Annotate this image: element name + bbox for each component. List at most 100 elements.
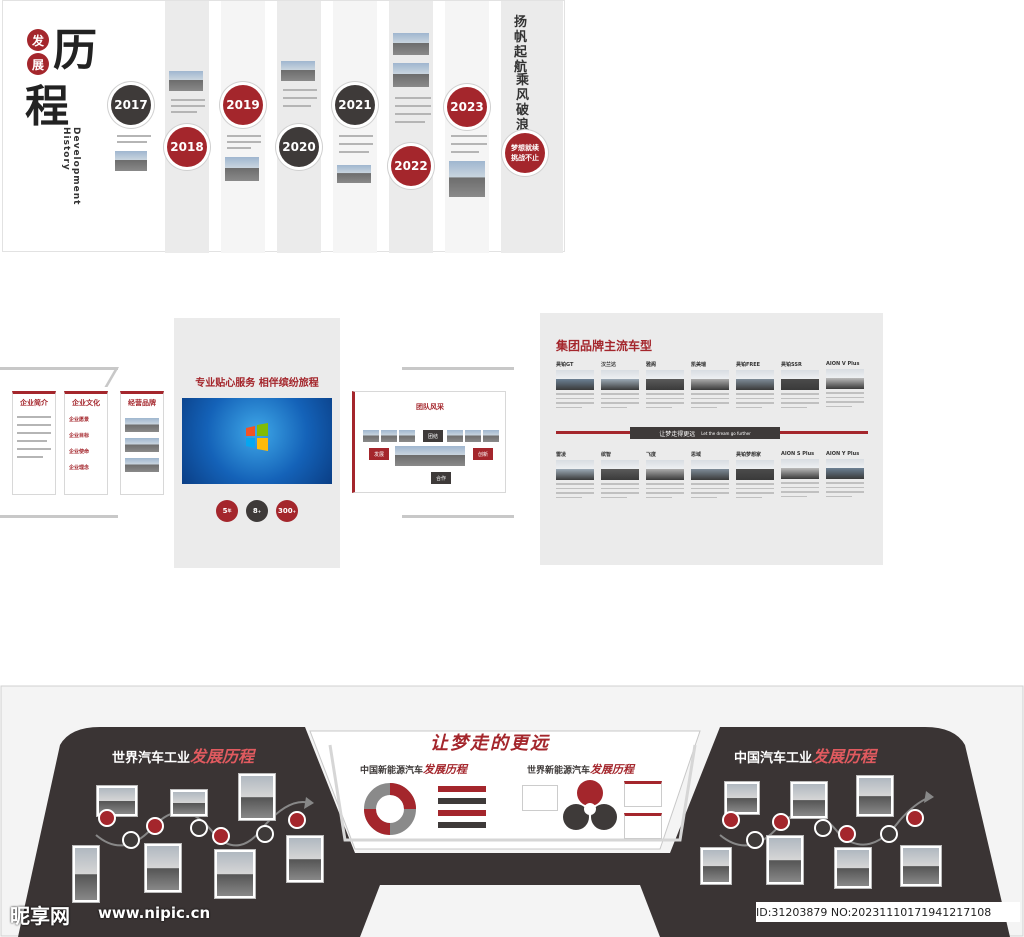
text-line (451, 151, 479, 153)
mid-left-plain: 中国新能源汽车 (360, 766, 424, 776)
car-model-name: 昊铂梦想家 (736, 452, 762, 458)
history-photo (856, 775, 894, 817)
text-line (736, 402, 774, 404)
text-line (691, 492, 729, 494)
divider-text: 让梦走得更远 (659, 430, 696, 438)
history-photo (834, 847, 872, 889)
text-line (646, 402, 684, 404)
text-line (781, 491, 819, 493)
car-model-name: 缤智 (601, 452, 612, 458)
text-line (691, 406, 717, 408)
info-box (624, 781, 662, 807)
card-company-intro: 企业简介 (12, 391, 56, 495)
car-model-item: 飞度 (646, 451, 686, 498)
car-photo (646, 460, 684, 480)
text-line (171, 99, 205, 101)
mid-right-title: 世界新能源汽车发展历程 (527, 761, 634, 777)
right-title: 中国汽车工业发展历程 (734, 743, 876, 767)
history-photo (214, 849, 256, 899)
text-line (691, 393, 729, 395)
text-line (601, 397, 639, 399)
brand-logo (125, 458, 159, 472)
car-photo (646, 370, 684, 390)
title-badge-1: 发 (27, 29, 49, 51)
text-line (339, 135, 373, 137)
left-title-emph: 发展历程 (190, 747, 255, 766)
slogan-1: 扬帆起航 (514, 15, 528, 75)
text-line (781, 406, 807, 408)
text-line (283, 97, 317, 99)
card-company-culture: 企业文化 企业愿景 企业目标 企业使命 企业理念 (64, 391, 108, 495)
car-model-name: AION Y Plus (826, 451, 860, 457)
text-line (736, 483, 774, 485)
stat-unit: + (257, 508, 262, 514)
text-line (556, 397, 594, 399)
cycle-graphic (563, 780, 617, 830)
timeline-photo (225, 157, 259, 181)
car-model-item: 汉兰达 (601, 361, 641, 408)
divider-en: Let the dream go further (701, 430, 751, 436)
text-line (826, 401, 864, 403)
stat-badge: 300+ (276, 500, 298, 522)
timeline-panel: 发 展 历 程 Development History 2017 2018 20… (2, 0, 565, 253)
text-line (691, 397, 729, 399)
timeline-photo (169, 71, 203, 91)
text-line (17, 424, 51, 426)
car-photo (601, 460, 639, 480)
car-photo (556, 370, 594, 390)
card-title: 经营品牌 (128, 399, 156, 407)
text-line (601, 487, 639, 489)
history-photo (766, 835, 804, 885)
year-badge: 2019 (223, 85, 263, 125)
mid-left-emph: 发展历程 (423, 763, 468, 776)
title-badge-2: 展 (27, 53, 49, 75)
text-line (556, 393, 594, 395)
text-line (646, 496, 672, 498)
text-line (227, 135, 261, 137)
text-line (395, 105, 431, 107)
text-line (781, 482, 819, 484)
text-line (17, 440, 47, 442)
team-tag: 发展 (369, 448, 389, 460)
text-line (451, 135, 487, 137)
text-line (395, 113, 431, 115)
text-line (171, 105, 205, 107)
timeline-photo (449, 161, 485, 197)
year-badge: 2023 (447, 87, 487, 127)
text-line (556, 496, 582, 498)
text-line (17, 416, 51, 418)
car-model-item: 雷凌 (556, 451, 596, 498)
brand-logo (125, 418, 159, 432)
text-line (826, 392, 864, 394)
info-bar (438, 786, 486, 792)
timeline-node (190, 819, 208, 837)
text-line (736, 406, 762, 408)
car-model-item: 思域 (691, 451, 731, 498)
frame-line (0, 515, 118, 518)
car-photo (736, 460, 774, 480)
info-bar (438, 810, 486, 816)
text-line (781, 486, 819, 488)
text-line (17, 448, 51, 450)
text-line (691, 483, 729, 485)
timeline-node (122, 831, 140, 849)
car-model-item: 雅阁 (646, 361, 686, 408)
text-line (601, 496, 627, 498)
text-line (736, 492, 774, 494)
timeline-photo (115, 151, 147, 171)
timeline-strip (221, 1, 265, 253)
text-line (691, 487, 729, 489)
team-photo (363, 430, 379, 442)
culture-item: 企业理念 (69, 465, 90, 471)
text-line (556, 483, 594, 485)
timeline-node (722, 811, 740, 829)
car-model-name: 昊铂SSR (781, 362, 802, 368)
timeline-node (746, 831, 764, 849)
team-tag: 团结 (423, 430, 443, 442)
car-photo (691, 460, 729, 480)
team-title: 团队风采 (416, 403, 444, 411)
timeline-title-big-1: 历 (53, 25, 97, 76)
history-photo (238, 773, 276, 821)
frame-line (0, 367, 118, 370)
